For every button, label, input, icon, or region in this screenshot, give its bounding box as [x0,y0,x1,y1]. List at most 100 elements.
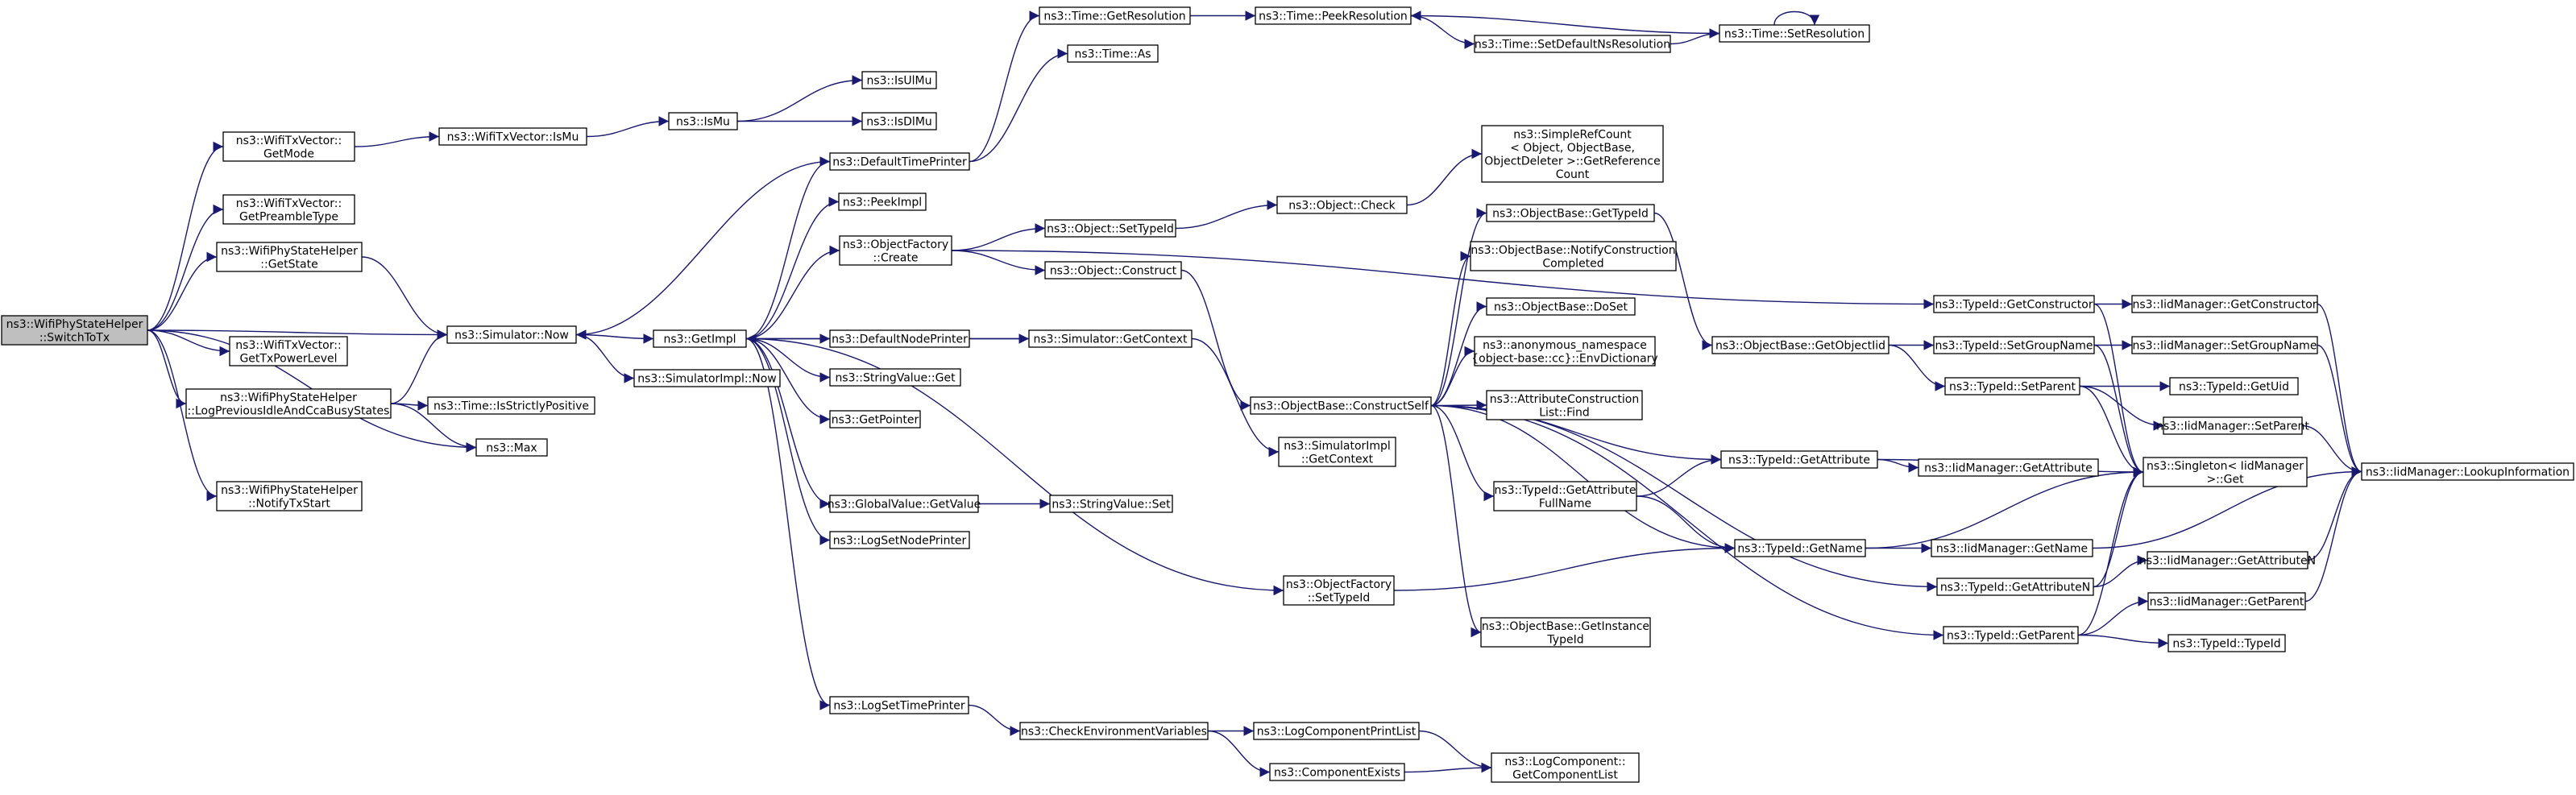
node-box[interactable] [1943,626,2079,644]
node-ns3-simulatorimpl-getcontext[interactable]: ns3::SimulatorImpl::GetContext [1278,437,1396,467]
node-ns3-object-construct[interactable]: ns3::Object::Construct [1044,261,1182,279]
node-box[interactable] [1028,329,1193,348]
node-box[interactable] [1734,539,1866,557]
node-ns3-wifitxvector-ismu[interactable]: ns3::WifiTxVector::IsMu [438,127,587,146]
node-ns3-iidmanager-setparent[interactable]: ns3::IidManager::SetParent [2156,416,2309,435]
node-box[interactable] [1255,6,1412,25]
node-ns3-typeid-setgroupname[interactable]: ns3::TypeId::SetGroupName [1933,336,2095,354]
node-box[interactable] [446,325,577,344]
node-ns3-objectfactory-create[interactable]: ns3::ObjectFactory::Create [839,235,952,266]
node-ns3-iidmanager-getparent[interactable]: ns3::IidManager::GetParent [2147,592,2306,611]
node-ns3-wifiphystatehelper-getstate[interactable]: ns3::WifiPhyStateHelper::GetState [216,242,363,272]
node-box[interactable] [1480,617,1651,648]
node-ns3-iidmanager-getname[interactable]: ns3::IidManager::GetName [1931,539,2093,557]
node-ns3-defaultnodeprinter[interactable]: ns3::DefaultNodePrinter [829,329,970,348]
node-box[interactable] [1474,35,1671,53]
node-ns3-stringvalue-set[interactable]: ns3::StringValue::Set [1049,495,1173,513]
node-ns3-componentexists[interactable]: ns3::ComponentExists [1269,763,1405,781]
node-box[interactable] [216,242,363,272]
node-ns3-time-setresolution[interactable]: ns3::Time::SetResolution [1719,24,1870,43]
node-box[interactable] [653,329,747,348]
node-ns3-iidmanager-setgroupname[interactable]: ns3::IidManager::SetGroupName [2131,336,2318,354]
node-box[interactable] [185,388,392,419]
node-box[interactable] [1481,125,1664,183]
node-box[interactable] [216,481,363,511]
node-ns3-simulator-getcontext[interactable]: ns3::Simulator::GetContext [1028,329,1193,348]
node-ns3-stringvalue-get[interactable]: ns3::StringValue::Get [829,368,961,387]
node-ns3-typeid-getconstructor[interactable]: ns3::TypeId::GetConstructor [1933,295,2095,313]
node-ns3-wifiphystatehelper-logpreviousidleandccabusystates[interactable]: ns3::WifiPhyStateHelper::LogPreviousIdle… [185,388,392,419]
node-box[interactable] [1470,241,1677,271]
node-ns3-typeid-setparent[interactable]: ns3::TypeId::SetParent [1944,377,2080,395]
node-box[interactable] [668,112,738,130]
node-ns3-logsetnodeprinter[interactable]: ns3::LogSetNodePrinter [829,531,970,549]
node-box[interactable] [633,369,781,387]
node-box[interactable] [1250,396,1432,415]
node-ns3-iidmanager-getconstructor[interactable]: ns3::IidManager::GetConstructor [2131,295,2318,313]
node-ns3-objectbase-getobjectiid[interactable]: ns3::ObjectBase::GetObjectIid [1711,336,1889,354]
node-box[interactable] [1067,44,1159,63]
node-box[interactable] [1269,763,1405,781]
node-box[interactable] [1039,6,1191,25]
node-ns3-object-settypeid[interactable]: ns3::Object::SetTypeId [1044,219,1176,238]
node-box[interactable] [1044,219,1176,238]
node-box[interactable] [829,329,970,348]
node-ns3-wifitxvector-getmode[interactable]: ns3::WifiTxVector::GetMode [222,131,355,162]
node-box[interactable] [2143,457,2308,487]
node-ns3-checkenvironmentvariables[interactable]: ns3::CheckEnvironmentVariables [1019,722,1209,740]
node-box[interactable] [2131,295,2318,313]
node-ns3-logsettimeprinter[interactable]: ns3::LogSetTimePrinter [829,696,969,714]
node-box[interactable] [1491,752,1640,783]
node-ns3-time-isstrictlypositive[interactable]: ns3::Time::IsStrictlyPositive [427,396,595,415]
node-box[interactable] [861,112,937,130]
node-box[interactable] [1493,481,1637,511]
node-box[interactable] [829,495,979,513]
node-box[interactable] [1931,539,2093,557]
node-ns3-globalvalue-getvalue[interactable]: ns3::GlobalValue::GetValue [828,495,981,513]
node-ns3-isulmu[interactable]: ns3::IsUlMu [861,71,937,89]
node-box[interactable] [2147,592,2306,611]
node-ns3-anonymous-namespace-object-base-cc-envdictionary[interactable]: ns3::anonymous_namespace{object-base::cc… [1471,336,1658,366]
node-ns3-iidmanager-getattributen[interactable]: ns3::IidManager::GetAttributeN [2139,551,2316,569]
node-ns3-wifitxvector-getpreambletype[interactable]: ns3::WifiTxVector::GetPreambleType [222,194,355,225]
node-box[interactable] [1283,575,1395,606]
node-ns3-getimpl[interactable]: ns3::GetImpl [653,329,747,348]
node-box[interactable] [1486,390,1643,420]
node-ns3-simulatorimpl-now[interactable]: ns3::SimulatorImpl::Now [633,369,781,387]
node-box[interactable] [829,410,921,429]
node-box[interactable] [427,396,595,415]
node-box[interactable] [1720,450,1878,469]
node-box[interactable] [2167,634,2286,652]
node-ns3-peekimpl[interactable]: ns3::PeekImpl [838,193,927,211]
node-box[interactable] [2131,336,2318,354]
node-ns3-typeid-getattribute[interactable]: ns3::TypeId::GetAttribute [1720,450,1878,469]
node-ns3-objectfactory-settypeid[interactable]: ns3::ObjectFactory::SetTypeId [1283,575,1395,606]
node-box[interactable] [1253,722,1420,740]
node-ns3-typeid-getuid[interactable]: ns3::TypeId::GetUid [2169,377,2299,395]
node-ns3-iidmanager-lookupinformation[interactable]: ns3::IidManager::LookupInformation [2361,462,2574,481]
node-ns3-wifitxvector-gettxpowerlevel[interactable]: ns3::WifiTxVector::GetTxPowerLevel [229,336,348,366]
node-box[interactable] [1474,336,1656,366]
node-ns3-time-peekresolution[interactable]: ns3::Time::PeekResolution [1255,6,1412,25]
node-ns3-objectbase-constructself[interactable]: ns3::ObjectBase::ConstructSelf [1250,396,1432,415]
node-ns3-typeid-typeid[interactable]: ns3::TypeId::TypeId [2167,634,2286,652]
node-ns3-defaulttimeprinter[interactable]: ns3::DefaultTimePrinter [829,152,970,171]
node-ns3-time-getresolution[interactable]: ns3::Time::GetResolution [1039,6,1191,25]
node-ns3-objectbase-gettypeid[interactable]: ns3::ObjectBase::GetTypeId [1486,204,1655,222]
node-ns3-wifiphystatehelper-notifytxstart[interactable]: ns3::WifiPhyStateHelper::NotifyTxStart [216,481,363,511]
node-ns3-typeid-getattributen[interactable]: ns3::TypeId::GetAttributeN [1936,578,2094,596]
node-ns3-singleton-iidmanager-get[interactable]: ns3::Singleton< IidManager>::Get [2143,457,2308,487]
node-ns3-logcomponent-getcomponentlist[interactable]: ns3::LogComponent::GetComponentList [1491,752,1640,783]
node-ns3-isdlmu[interactable]: ns3::IsDlMu [861,112,937,130]
node-ns3-time-setdefaultnsresolution[interactable]: ns3::Time::SetDefaultNsResolution [1474,35,1671,53]
node-box[interactable] [1,315,148,346]
node-ns3-typeid-getparent[interactable]: ns3::TypeId::GetParent [1943,626,2079,644]
node-ns3-time-as[interactable]: ns3::Time::As [1067,44,1159,63]
node-box[interactable] [1936,578,2094,596]
node-box[interactable] [838,193,927,211]
node-box[interactable] [829,152,970,171]
node-ns3-wifiphystatehelper-switchtotx[interactable]: ns3::WifiPhyStateHelper::SwitchToTx [1,315,148,346]
